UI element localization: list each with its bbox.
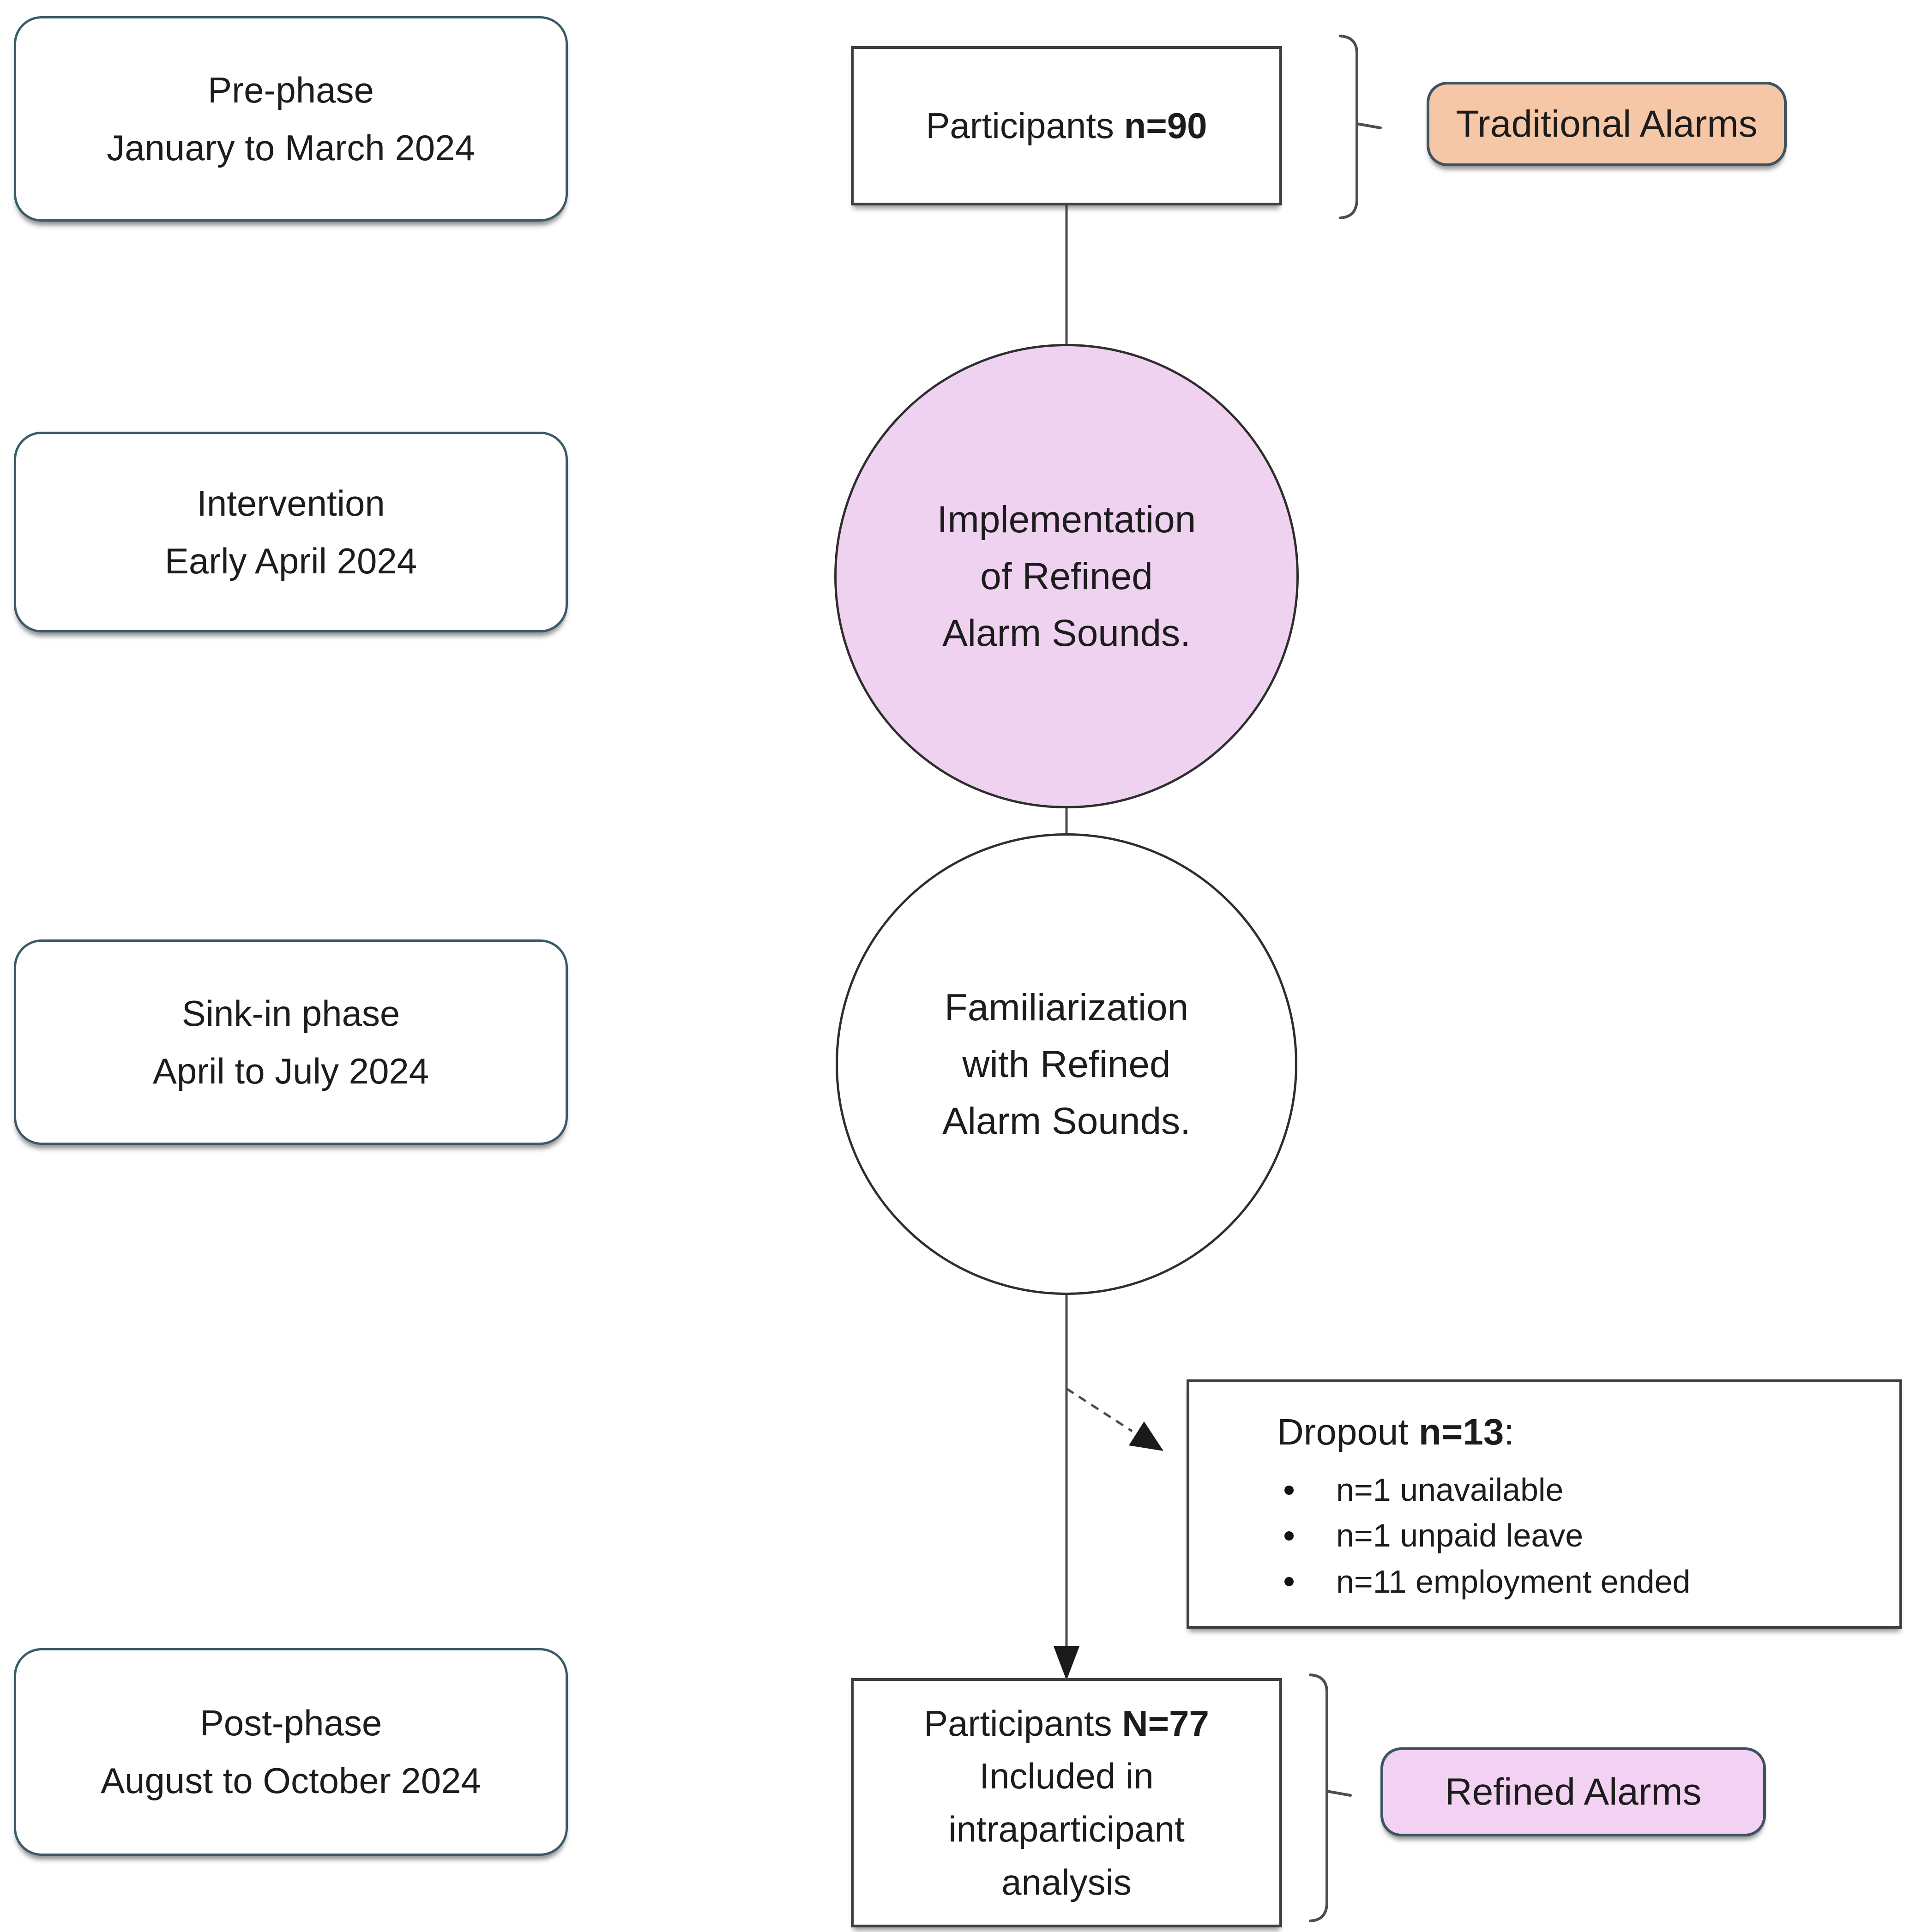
dropout-item-text: n=1 unavailable bbox=[1336, 1472, 1564, 1508]
dropout-item: n=11 employment ended bbox=[1277, 1559, 1881, 1605]
traditional-alarms-label: Traditional Alarms bbox=[1427, 82, 1787, 166]
phase-box-sinkin: Sink-in phase April to July 2024 bbox=[14, 939, 568, 1145]
phase-box-post: Post-phase August to October 2024 bbox=[14, 1648, 568, 1856]
dropout-count: n=13 bbox=[1418, 1411, 1504, 1452]
familiarization-circle: Familiarization with Refined Alarm Sound… bbox=[836, 833, 1297, 1295]
participants-start-prefix: Participants bbox=[926, 105, 1124, 146]
dropout-title: Dropout n=13: bbox=[1277, 1409, 1881, 1455]
down-arrowhead-icon bbox=[1054, 1646, 1079, 1680]
phase-title: Sink-in phase bbox=[181, 993, 400, 1034]
refined-brace-tick-icon bbox=[1326, 1790, 1352, 1797]
participants-end-prefix: Participants bbox=[924, 1703, 1122, 1744]
participants-end-line: intraparticipant bbox=[948, 1809, 1185, 1849]
participants-end-line: analysis bbox=[1001, 1861, 1132, 1902]
refined-brace-icon bbox=[1309, 1673, 1328, 1922]
dropout-item-text: n=1 unpaid leave bbox=[1336, 1517, 1584, 1554]
dropout-box: Dropout n=13: n=1 unavailable n=1 unpaid… bbox=[1187, 1379, 1902, 1629]
phase-box-intervention: Intervention Early April 2024 bbox=[14, 432, 568, 632]
dropout-title-prefix: Dropout bbox=[1277, 1411, 1419, 1452]
familiarization-line: with Refined bbox=[962, 1043, 1171, 1085]
phase-title: Post-phase bbox=[199, 1703, 382, 1744]
dropout-title-suffix: : bbox=[1504, 1411, 1514, 1452]
traditional-brace-icon bbox=[1339, 35, 1358, 219]
participants-end-line: Included in bbox=[979, 1756, 1154, 1797]
phase-dates: January to March 2024 bbox=[107, 127, 475, 168]
phase-title: Intervention bbox=[197, 482, 385, 524]
dropout-item: n=1 unpaid leave bbox=[1277, 1513, 1881, 1559]
dropout-dashed-line bbox=[1066, 1387, 1133, 1432]
implementation-line: Alarm Sounds. bbox=[942, 612, 1191, 654]
implementation-line: Implementation bbox=[937, 498, 1196, 541]
phase-dates: April to July 2024 bbox=[152, 1050, 429, 1091]
participants-start-count: n=90 bbox=[1124, 105, 1207, 146]
bullet-dot-icon bbox=[1284, 1577, 1294, 1587]
refined-alarms-text: Refined Alarms bbox=[1445, 1770, 1702, 1813]
refined-alarms-label: Refined Alarms bbox=[1380, 1747, 1766, 1836]
familiarization-line: Alarm Sounds. bbox=[942, 1100, 1191, 1142]
dropout-item: n=1 unavailable bbox=[1277, 1467, 1881, 1513]
phase-box-pre: Pre-phase January to March 2024 bbox=[14, 16, 568, 222]
phase-title: Pre-phase bbox=[208, 69, 374, 110]
bullet-dot-icon bbox=[1284, 1485, 1294, 1495]
implementation-circle: Implementation of Refined Alarm Sounds. bbox=[834, 344, 1299, 808]
traditional-alarms-text: Traditional Alarms bbox=[1456, 102, 1758, 145]
phase-dates: August to October 2024 bbox=[101, 1760, 481, 1801]
phase-dates: Early April 2024 bbox=[164, 540, 417, 581]
implementation-line: of Refined bbox=[980, 555, 1153, 597]
participants-start-box: Participants n=90 bbox=[851, 46, 1282, 205]
dropout-arrowhead-icon bbox=[1129, 1421, 1163, 1451]
participants-end-text: Participants N=77 bbox=[924, 1697, 1209, 1750]
bullet-dot-icon bbox=[1284, 1531, 1294, 1541]
familiarization-line: Familiarization bbox=[944, 986, 1189, 1029]
dropout-item-text: n=11 employment ended bbox=[1336, 1563, 1691, 1600]
participants-end-count: N=77 bbox=[1122, 1703, 1209, 1744]
participants-end-box: Participants N=77 Included in intraparti… bbox=[851, 1678, 1282, 1927]
participants-start-text: Participants n=90 bbox=[926, 99, 1207, 152]
traditional-brace-tick-icon bbox=[1356, 122, 1382, 129]
